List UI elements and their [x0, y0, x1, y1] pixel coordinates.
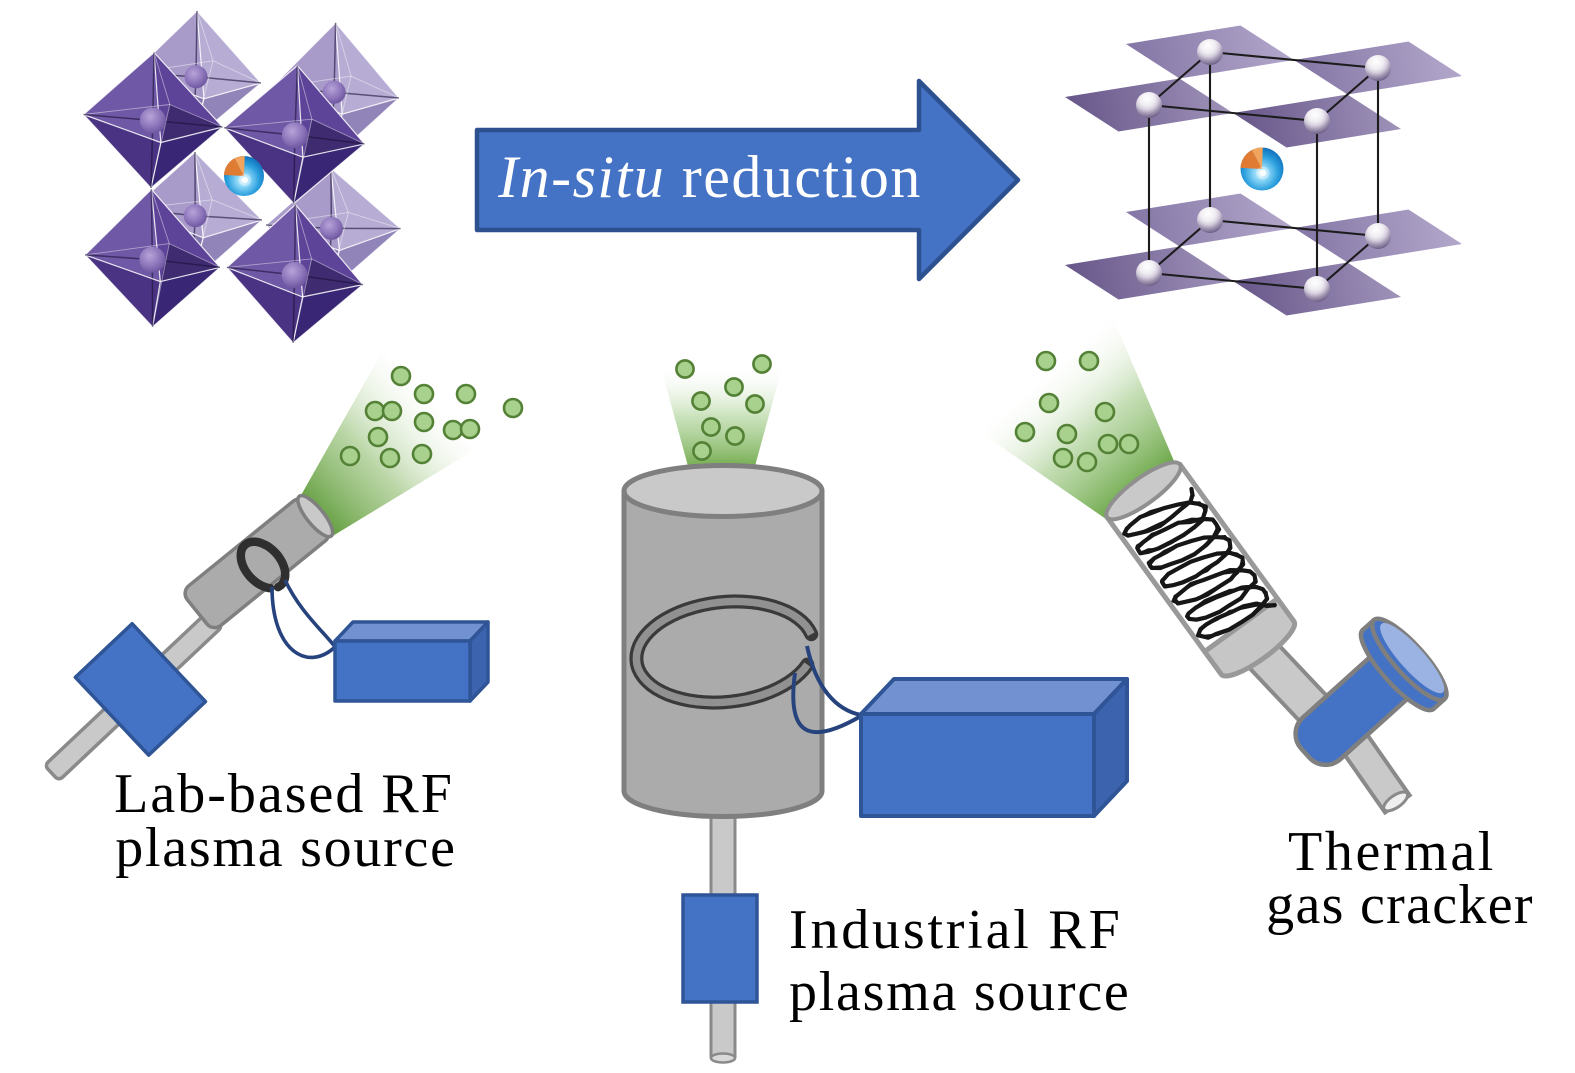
svg-text:plasma source: plasma source — [789, 961, 1131, 1023]
svg-text:gas cracker: gas cracker — [1266, 874, 1534, 936]
svg-text:Lab-based RF: Lab-based RF — [114, 763, 454, 825]
svg-text:In-situ reduction: In-situ reduction — [497, 144, 922, 210]
svg-text:Industrial RF: Industrial RF — [789, 899, 1123, 961]
svg-text:Thermal: Thermal — [1288, 821, 1496, 883]
svg-text:plasma source: plasma source — [115, 817, 457, 879]
